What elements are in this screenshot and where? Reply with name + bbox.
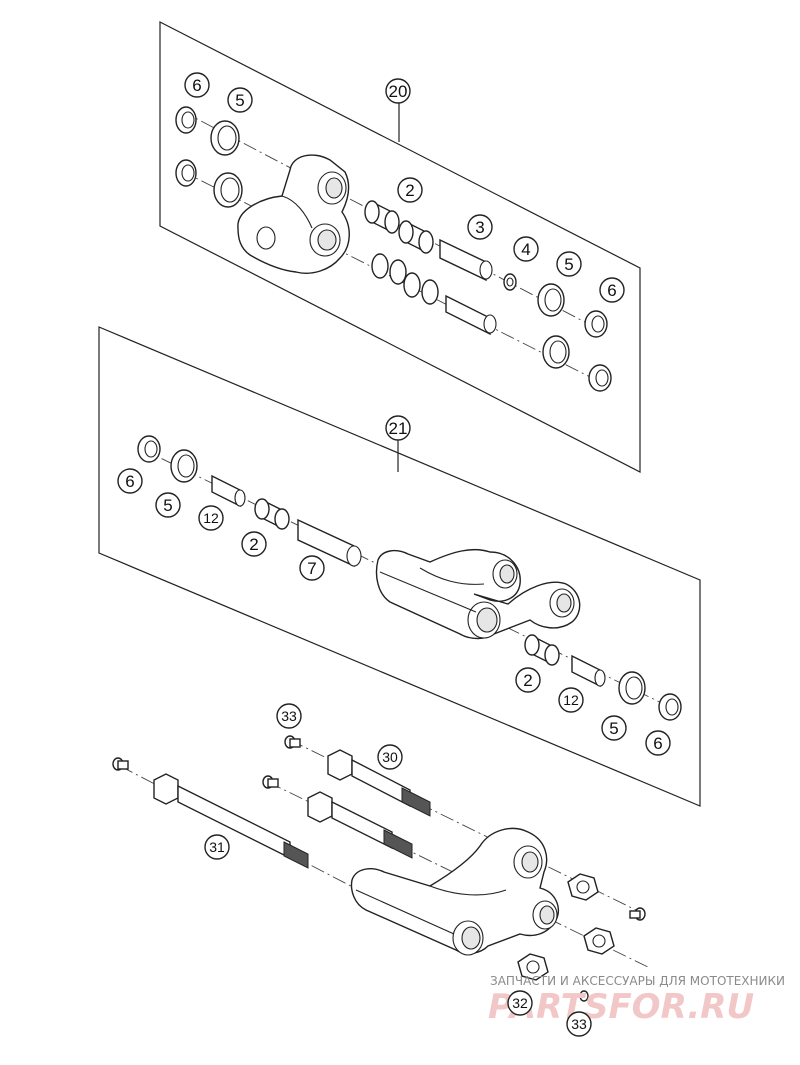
svg-text:7: 7 xyxy=(307,559,316,578)
callout-12-mid: 12 xyxy=(198,505,224,531)
screw-33-upper xyxy=(284,735,301,749)
svg-text:5: 5 xyxy=(609,719,618,738)
svg-text:33: 33 xyxy=(571,1016,587,1032)
linkage-rocker-arm xyxy=(375,548,581,640)
watermark: ЗАПЧАСТИ И АКСЕССУАРЫ ДЛЯ МОТОТЕХНИКИ PA… xyxy=(488,974,785,1027)
callout-7: 7 xyxy=(299,555,325,581)
seal-5-lower-left xyxy=(213,172,243,208)
svg-text:33: 33 xyxy=(281,708,297,724)
svg-text:6: 6 xyxy=(125,472,134,491)
callout-33-upper: 33 xyxy=(276,703,302,729)
callout-2-mid: 2 xyxy=(241,531,267,557)
svg-text:20: 20 xyxy=(389,82,408,101)
bolt-30 xyxy=(327,749,431,817)
nut-lower xyxy=(583,927,615,955)
callout-5-right: 5 xyxy=(556,251,582,277)
bushing-2-d xyxy=(403,272,439,305)
callout-6-right: 6 xyxy=(599,277,625,303)
callout-33-lower: 33 xyxy=(566,1011,592,1037)
bushing-2-b xyxy=(398,220,434,254)
bushing-2-mid-left xyxy=(254,498,290,530)
sleeve-3-lower xyxy=(445,294,497,336)
bushing-6-mid-left xyxy=(137,435,161,463)
linkage-assembly-lower xyxy=(350,827,559,956)
bushing-2-a xyxy=(364,200,400,234)
callout-32: 32 xyxy=(507,990,533,1016)
svg-text:5: 5 xyxy=(163,496,172,515)
needle-bearing-12-mid-right xyxy=(571,654,606,688)
callout-2: 2 xyxy=(397,177,423,203)
seal-5-upper-right xyxy=(537,283,565,317)
svg-text:2: 2 xyxy=(249,535,258,554)
svg-text:32: 32 xyxy=(512,995,528,1011)
callout-5-mid: 5 xyxy=(155,492,181,518)
svg-text:12: 12 xyxy=(203,510,219,526)
callout-5: 5 xyxy=(227,87,253,113)
seal-5-mid-left xyxy=(170,449,198,483)
needle-bearing-12-mid-left xyxy=(211,474,246,508)
nut-upper xyxy=(567,873,599,901)
bushing-6-lower-left xyxy=(175,159,197,187)
bushing-2-c xyxy=(371,253,407,285)
callout-6-mid-right: 6 xyxy=(645,730,671,756)
bolt-31 xyxy=(153,773,309,869)
svg-text:30: 30 xyxy=(382,749,398,765)
bushing-6-mid-right xyxy=(658,693,682,721)
nut-32 xyxy=(517,953,549,981)
washer-4 xyxy=(503,273,517,291)
bushing-6-upper-left xyxy=(175,106,197,134)
callout-6-mid: 6 xyxy=(117,468,143,494)
svg-text:2: 2 xyxy=(405,181,414,200)
svg-text:5: 5 xyxy=(564,255,573,274)
seal-5-upper-left xyxy=(210,120,240,156)
screw-33-right xyxy=(629,907,646,921)
sleeve-7 xyxy=(297,518,362,568)
linkage-lever-upper xyxy=(237,154,350,274)
svg-text:PARTSFOR.RU: PARTSFOR.RU xyxy=(488,987,754,1027)
assembly-panel-20 xyxy=(159,21,641,473)
callout-30: 30 xyxy=(377,744,403,770)
seal-5-mid-right xyxy=(618,671,646,705)
bushing-6-lower-right xyxy=(588,364,612,392)
axis-line xyxy=(179,109,601,331)
callout-20: 20 xyxy=(385,78,411,104)
svg-text:2: 2 xyxy=(523,671,532,690)
svg-text:5: 5 xyxy=(235,91,244,110)
svg-text:6: 6 xyxy=(607,281,616,300)
screw-33-lower xyxy=(579,990,589,1002)
svg-text:6: 6 xyxy=(653,734,662,753)
seal-5-lower-right xyxy=(542,335,570,369)
bushing-2-mid-right xyxy=(524,634,560,666)
svg-text:6: 6 xyxy=(192,76,201,95)
bolt-30-second xyxy=(307,791,413,859)
callout-4: 4 xyxy=(513,236,539,262)
svg-text:31: 31 xyxy=(209,839,225,855)
svg-text:21: 21 xyxy=(389,419,408,438)
sleeve-3-upper xyxy=(439,238,493,282)
callout-3: 3 xyxy=(467,214,493,240)
svg-text:12: 12 xyxy=(563,692,579,708)
svg-text:3: 3 xyxy=(475,218,484,237)
callout-6: 6 xyxy=(184,72,210,98)
screw-33-left xyxy=(112,757,129,771)
bushing-6-upper-right xyxy=(584,310,608,338)
callout-31: 31 xyxy=(204,834,230,860)
screw-33-mid xyxy=(262,775,279,789)
callout-5-mid-right: 5 xyxy=(601,715,627,741)
svg-text:ЗАПЧАСТИ И АКСЕССУАРЫ ДЛЯ МОТО: ЗАПЧАСТИ И АКСЕССУАРЫ ДЛЯ МОТОТЕХНИКИ xyxy=(490,974,785,988)
assembly-panel-21 xyxy=(98,326,701,807)
callout-2-mid-right: 2 xyxy=(515,667,541,693)
svg-text:4: 4 xyxy=(521,240,530,259)
callout-21: 21 xyxy=(385,415,411,441)
callout-12-mid-right: 12 xyxy=(558,687,584,713)
